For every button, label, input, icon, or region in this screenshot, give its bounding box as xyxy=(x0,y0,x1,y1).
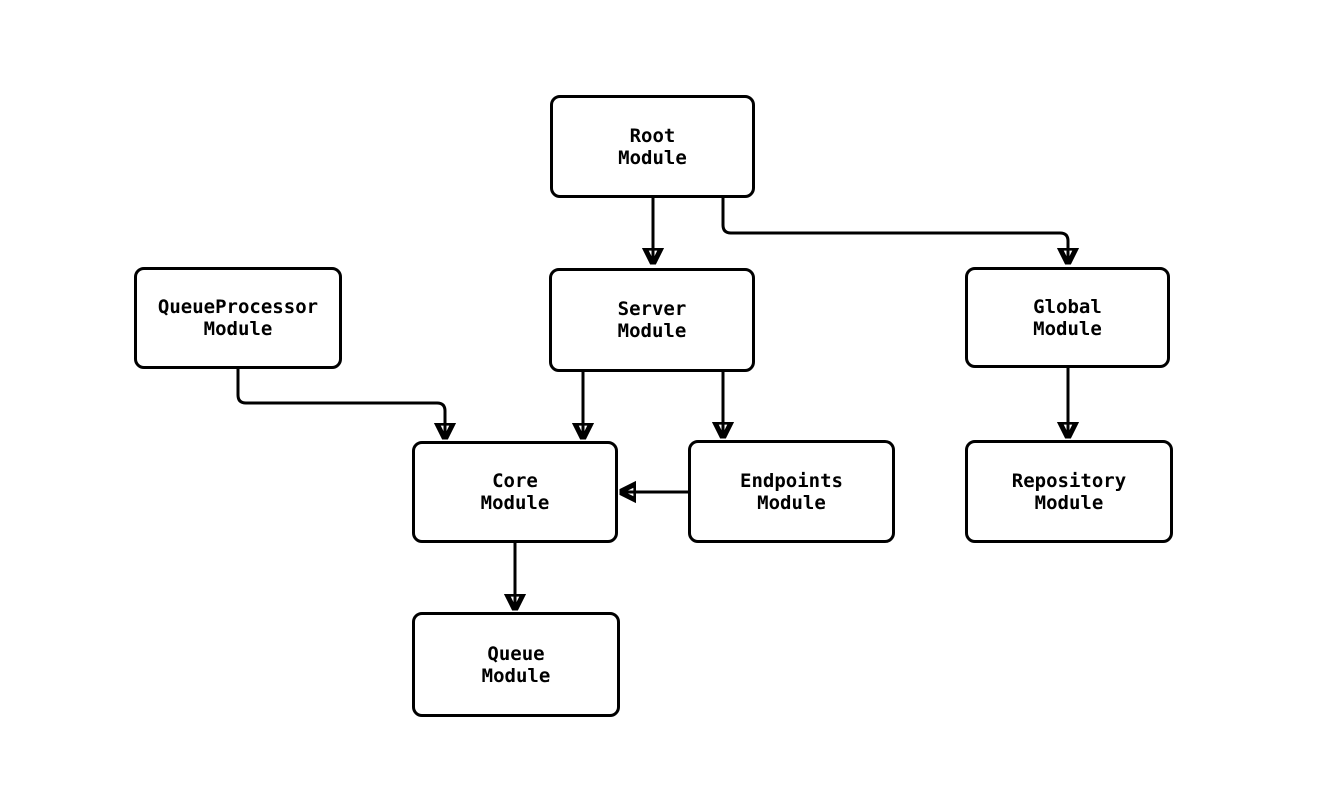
node-label-line1: Server xyxy=(617,298,687,320)
node-root-module[interactable]: Root Module xyxy=(550,95,755,198)
edge-root-global xyxy=(721,198,1068,263)
node-label-line1: Endpoints xyxy=(740,469,843,492)
node-label-line1: Queue xyxy=(487,642,545,665)
node-endpoints-module[interactable]: Endpoints Module xyxy=(688,440,895,543)
node-server-module[interactable]: Server Module xyxy=(549,268,755,372)
node-label-line1: QueueProcessor xyxy=(157,296,319,318)
node-label-line1: Repository xyxy=(1011,469,1127,492)
node-global-module[interactable]: Global Module xyxy=(965,267,1170,368)
node-label-line2: Module xyxy=(618,146,687,169)
node-label-line2: Module xyxy=(1033,317,1102,340)
node-queue-module[interactable]: Queue Module xyxy=(412,612,620,717)
node-label-line1: Core xyxy=(492,470,538,492)
node-core-module[interactable]: Core Module xyxy=(412,441,618,543)
node-repository-module[interactable]: Repository Module xyxy=(965,440,1173,543)
node-label-line2: Module xyxy=(617,320,687,342)
node-label-line2: Module xyxy=(480,492,550,514)
node-label-line1: Root xyxy=(629,124,676,147)
edge-queueprocessor-core xyxy=(236,369,445,438)
node-label-line2: Module xyxy=(757,491,826,514)
node-label-line2: Module xyxy=(203,318,273,340)
node-queueprocessor-module[interactable]: QueueProcessor Module xyxy=(134,267,342,369)
node-label-line1: Global xyxy=(1033,295,1102,318)
node-label-line2: Module xyxy=(481,664,551,687)
node-label-line2: Module xyxy=(1034,491,1104,514)
